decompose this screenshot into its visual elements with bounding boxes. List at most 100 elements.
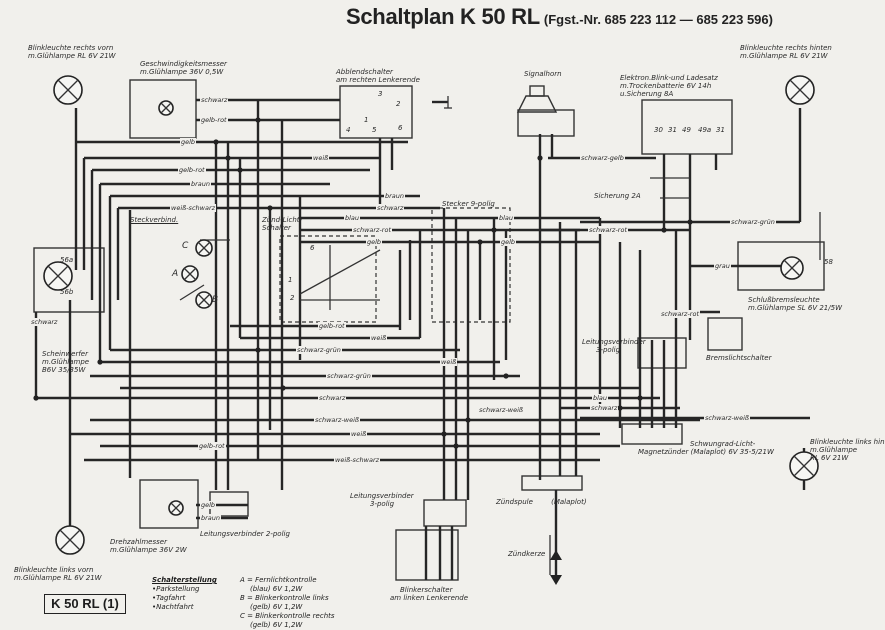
lamp-rear-right (785, 75, 815, 105)
wire-label-gelbrot-1: gelb-rot (200, 116, 228, 124)
tachometer-box (139, 479, 199, 529)
terminal-3: 3 (378, 90, 383, 98)
wire-label-braun-2: braun (384, 192, 406, 200)
label-ignition-coil: Zündspule (Malaplot) (496, 498, 587, 506)
wire-label-schwarz-2: schwarz (376, 204, 405, 212)
wire-label-schwarz-3: schwarz (318, 394, 347, 402)
lamp-front-left (55, 525, 85, 555)
lamp-letter-b: B (212, 295, 219, 305)
plug-9pin-box (431, 207, 511, 323)
label-magneto: Schwungrad-Licht-Magnetzünder (Malaplot)… (638, 440, 774, 456)
legend-heading: Schalterstellung (152, 576, 217, 584)
wire-label-grau: grau (714, 262, 731, 270)
horn-icon (516, 85, 558, 113)
indicator-lamp-c (195, 239, 213, 257)
terminal-2b: 2 (290, 294, 295, 302)
harness-vertical (34, 100, 806, 580)
legend-lamp-c: C = Blinkerkontrolle rechts (240, 612, 335, 620)
wire-label-gelbrot-3: gelb-rot (318, 322, 346, 330)
speedometer-lamp (158, 100, 174, 116)
wire-label-weissschwarz-2: weiß-schwarz (334, 456, 381, 464)
junction-dots (33, 117, 693, 449)
terminal-31b: 31 (716, 126, 725, 134)
terminal-49a: 49a (698, 126, 712, 134)
brake-switch-box (707, 317, 743, 351)
lamp-letter-c: C (182, 241, 189, 251)
tachometer-lamp (168, 500, 184, 516)
legend-lamp-a: A = Fernlichtkontrolle (240, 576, 317, 584)
spark-plug-icon (550, 550, 562, 585)
wire-label-schwarz-5: schwarz (30, 318, 59, 326)
title-sub: (Fgst.-Nr. 685 223 112 — 685 223 596) (543, 12, 773, 27)
wire-label-gelbrot-2: gelb-rot (178, 166, 206, 174)
lamp-headlight (43, 261, 73, 291)
wire-label-schwarzrot-1: schwarz-rot (352, 226, 393, 234)
wire-label-weiss-1: weiß (312, 154, 330, 162)
wire-label-gelb-2: gelb (366, 238, 383, 246)
wire-label-weiss-3: weiß (440, 358, 458, 366)
wire-label-schwarzweiss-3: schwarz-weiß (704, 414, 751, 422)
legend-lamp-a-spec: (blau) 6V 1,2W (250, 585, 303, 593)
title-main: Schaltplan K 50 RL (346, 4, 540, 29)
terminal-56a: 56a (60, 256, 74, 264)
legend-position-park: •Parkstellung (152, 585, 200, 593)
wire-label-schwarzrot-2: schwarz-rot (588, 226, 629, 234)
ignition-coil-box (521, 475, 583, 491)
lamp-rear-left (789, 451, 819, 481)
legend-position-day: •Tagfahrt (152, 594, 186, 602)
connector-3pin-left-box (423, 499, 467, 527)
legend-lamp-b: B = Blinkerkontrolle links (240, 594, 329, 602)
label-plug-9pin: Stecker 9-polig (442, 200, 495, 208)
diagram-title: Schaltplan K 50 RL(Fgst.-Nr. 685 223 112… (346, 4, 773, 30)
wire-label-schwarzgelb: schwarz-gelb (580, 154, 625, 162)
legend-lamp-c-spec: (gelb) 6V 1,2W (250, 621, 303, 629)
label-spark-plug: Zündkerze (508, 550, 546, 558)
thin-lines (179, 96, 821, 575)
wire-label-gelbrot-4: gelb-rot (198, 442, 226, 450)
legend-lamp-b-spec: (gelb) 6V 1,2W (250, 603, 303, 611)
wire-label-schwarzweiss-1: schwarz-weiß (478, 406, 525, 414)
wire-label-schwarzrot-3: schwarz-rot (660, 310, 701, 318)
wire-label-weiss-4: weiß (350, 430, 368, 438)
connector-3pin-right-box (637, 337, 687, 369)
label-ignition-switch: Zünd-Licht-Schalter (262, 216, 303, 232)
terminal-58: 58 (824, 258, 833, 266)
wire-label-braun-1: braun (190, 180, 212, 188)
terminal-1b: 1 (288, 276, 293, 284)
terminal-5: 5 (372, 126, 377, 134)
label-connector-2pin: Leitungsverbinder 2-polig (200, 530, 290, 538)
terminal-6b: 6 (310, 244, 315, 252)
lamp-front-right (53, 75, 83, 105)
terminal-49: 49 (682, 126, 691, 134)
terminal-2: 2 (396, 100, 401, 108)
wire-label-weiss-2: weiß (370, 334, 388, 342)
wire-label-blau-2: blau (498, 214, 515, 222)
wire-label-blau-1: blau (344, 214, 361, 222)
terminal-30: 30 (654, 126, 663, 134)
wire-label-schwarzgruen-3: schwarz-grün (326, 372, 372, 380)
indicator-lamp-a (181, 265, 199, 283)
terminal-31: 31 (668, 126, 677, 134)
wire-label-schwarz-1: schwarz (200, 96, 229, 104)
wire-label-gelb-3: gelb (500, 238, 517, 246)
label-horn: Signalhorn (524, 70, 562, 78)
label-plug-connector: Steckverbind. (130, 216, 179, 224)
speedometer-box (129, 79, 197, 139)
wire-label-schwarzweiss-2: schwarz-weiß (314, 416, 361, 424)
lamp-tail (780, 256, 804, 280)
wire-label-gelb-1: gelb (180, 138, 197, 146)
wire-label-braun-3: braun (200, 514, 222, 522)
terminal-56b: 56b (60, 288, 74, 296)
wire-label-blau-3: blau (592, 394, 609, 402)
horn-box (517, 109, 575, 137)
